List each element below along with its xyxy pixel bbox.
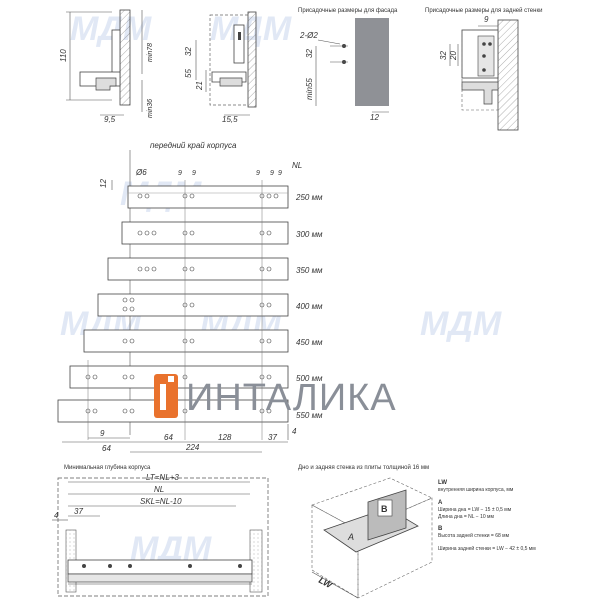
bottom-back-view: Дно и задняя стенка из плиты толщиной 16… <box>298 464 433 599</box>
dim-label: 9 <box>192 170 196 177</box>
dim-label: 9 <box>270 170 274 177</box>
brand-text: ИНТАЛИКА <box>186 377 397 419</box>
size-label: 400 мм <box>296 302 323 311</box>
dim-label: 9 <box>256 170 260 177</box>
dim-label: 20 <box>449 51 458 61</box>
top-view-2: 32 55 21 15,5 <box>184 11 257 124</box>
dim-label: 64 <box>102 444 111 453</box>
size-label: 500 мм <box>296 374 323 383</box>
legend-head: B <box>438 526 443 532</box>
rail-250: 250 мм <box>127 185 323 209</box>
dim-label: 32 <box>439 51 448 60</box>
rail-300: 300 мм <box>121 221 323 245</box>
size-label: 550 мм <box>296 411 323 420</box>
legend-text: внутренняя ширина корпуса, мм <box>438 487 514 493</box>
dim-label: 12 <box>99 179 108 188</box>
dim-label: 9 <box>484 15 489 24</box>
legend-text: Длина дна = NL − 10 мм <box>438 514 494 520</box>
hole-diam-label: Ø6 <box>135 168 147 177</box>
dim-label: 9 <box>100 429 105 438</box>
front-edge-label: передний край корпуса <box>150 141 237 150</box>
rail-500: 500 мм <box>69 365 323 389</box>
dim-label: 15,5 <box>222 115 238 124</box>
dim-label: 224 <box>185 443 200 452</box>
view-title: Присадочные размеры для фасада <box>298 8 398 14</box>
dim-label: 9,5 <box>104 115 116 124</box>
legend-text: Высота задней стенки = 68 мм <box>438 532 510 539</box>
dim-label: 4 <box>54 511 59 520</box>
size-label: 300 мм <box>296 230 323 239</box>
dim-label: 9 <box>278 170 282 177</box>
dim-label: 110 <box>59 49 68 62</box>
dim-label: LT=NL+3 <box>146 473 179 482</box>
top-view-3: Присадочные размеры для фасада 2-Ø2 32 m… <box>298 8 398 122</box>
top-view-4: Присадочные размеры для задней стенки 9 … <box>425 7 542 131</box>
dim-label: NL <box>154 485 164 494</box>
dim-label: 32 <box>184 47 193 56</box>
dim-label: min36 <box>147 99 154 118</box>
dim-label: 9 <box>178 170 182 177</box>
legend-head: LW <box>438 480 447 486</box>
legend-text: Ширина дна = LW − 15 ± 0,5 мм <box>438 507 512 513</box>
dim-label: min55 <box>305 78 314 100</box>
legend-text: Ширина задней стенки = LW − 42 ± 0,5 мм <box>438 545 536 552</box>
size-label: 450 мм <box>296 338 323 347</box>
legend-head: A <box>438 500 443 506</box>
dim-label: SKL=NL-10 <box>140 497 182 506</box>
dim-label: 128 <box>218 433 232 442</box>
dim-label: 64 <box>164 433 173 442</box>
dim-label: 12 <box>370 113 379 122</box>
dim-label: min78 <box>147 43 154 62</box>
size-label: 350 мм <box>296 266 323 275</box>
label-a: A <box>347 532 354 542</box>
dim-label: 55 <box>184 69 193 78</box>
dim-label: 2-Ø2 <box>299 31 318 40</box>
view-title: Присадочные размеры для задней стенки <box>425 7 542 14</box>
rail-400: 400 мм <box>97 293 323 317</box>
size-label: 250 мм <box>295 193 323 202</box>
legend: LW внутренняя ширина корпуса, мм A Ширин… <box>438 480 536 552</box>
label-b: B <box>381 504 388 514</box>
dim-label: 37 <box>74 507 83 516</box>
watermark: МДМ <box>70 10 152 48</box>
dim-label: 4 <box>292 427 297 436</box>
min-depth-view: Минимальная глубина корпуса LT=NL+3 NL S… <box>52 465 269 597</box>
lw-label: LW <box>317 575 335 591</box>
dim-label: 32 <box>305 49 314 58</box>
rail-350: 350 мм <box>107 257 323 281</box>
dim-label: 37 <box>268 433 277 442</box>
dim-label: 21 <box>195 81 204 91</box>
section-title: Дно и задняя стенка из плиты толщиной 16… <box>298 464 429 471</box>
nl-label: NL <box>292 161 302 170</box>
rail-450: 450 мм <box>83 329 323 353</box>
brand-logo: ИНТАЛИКА <box>154 374 397 419</box>
runner-chart: передний край корпуса NL Ø6 12 9 9 9 9 9… <box>57 141 323 453</box>
section-title: Минимальная глубина корпуса <box>64 465 151 471</box>
top-view-1: 110 min78 min36 9,5 <box>59 9 154 124</box>
watermark: МДМ <box>420 305 502 343</box>
